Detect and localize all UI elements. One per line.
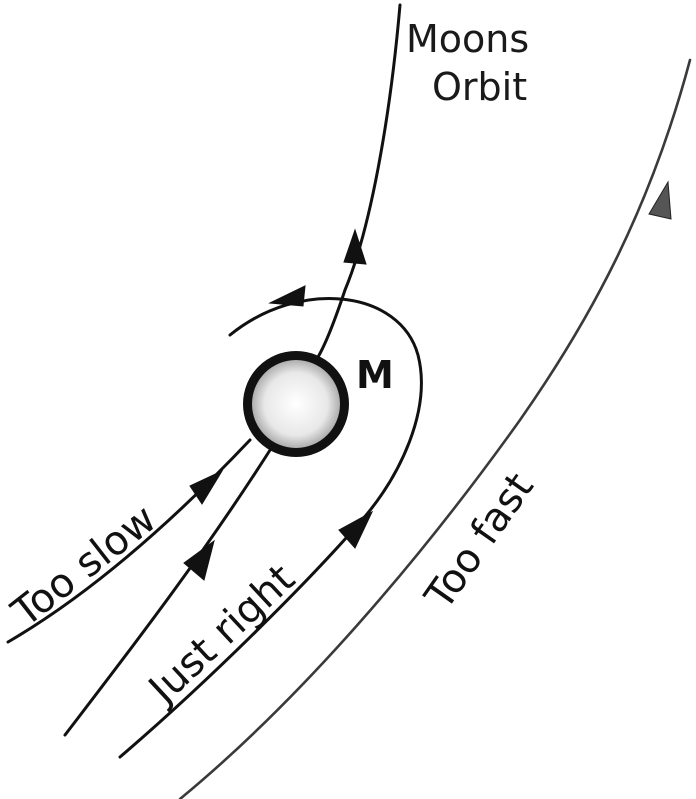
too-fast-arrow [648, 180, 672, 220]
orbit-label-line2: Orbit [432, 65, 527, 109]
moon-orbit-path [316, 3, 402, 359]
just-right-sling-arrow-upper [268, 285, 306, 307]
just-right-inner-arrow [183, 539, 215, 581]
too-fast-path [178, 58, 692, 799]
orbit-arrow [343, 228, 367, 265]
just-right-sling-arrow-lower [338, 510, 374, 549]
just-right-sling-path [118, 297, 423, 759]
too-fast-label: Too fast [416, 465, 543, 619]
moon [243, 351, 349, 457]
moon-label: M [356, 353, 394, 397]
too-slow-label: Too slow [3, 496, 165, 637]
orbit-label-line1: Moons [406, 17, 529, 61]
too-slow-arrow [189, 469, 224, 505]
just-right-label: Just right [138, 556, 303, 715]
just-right-inner-path [63, 445, 274, 737]
